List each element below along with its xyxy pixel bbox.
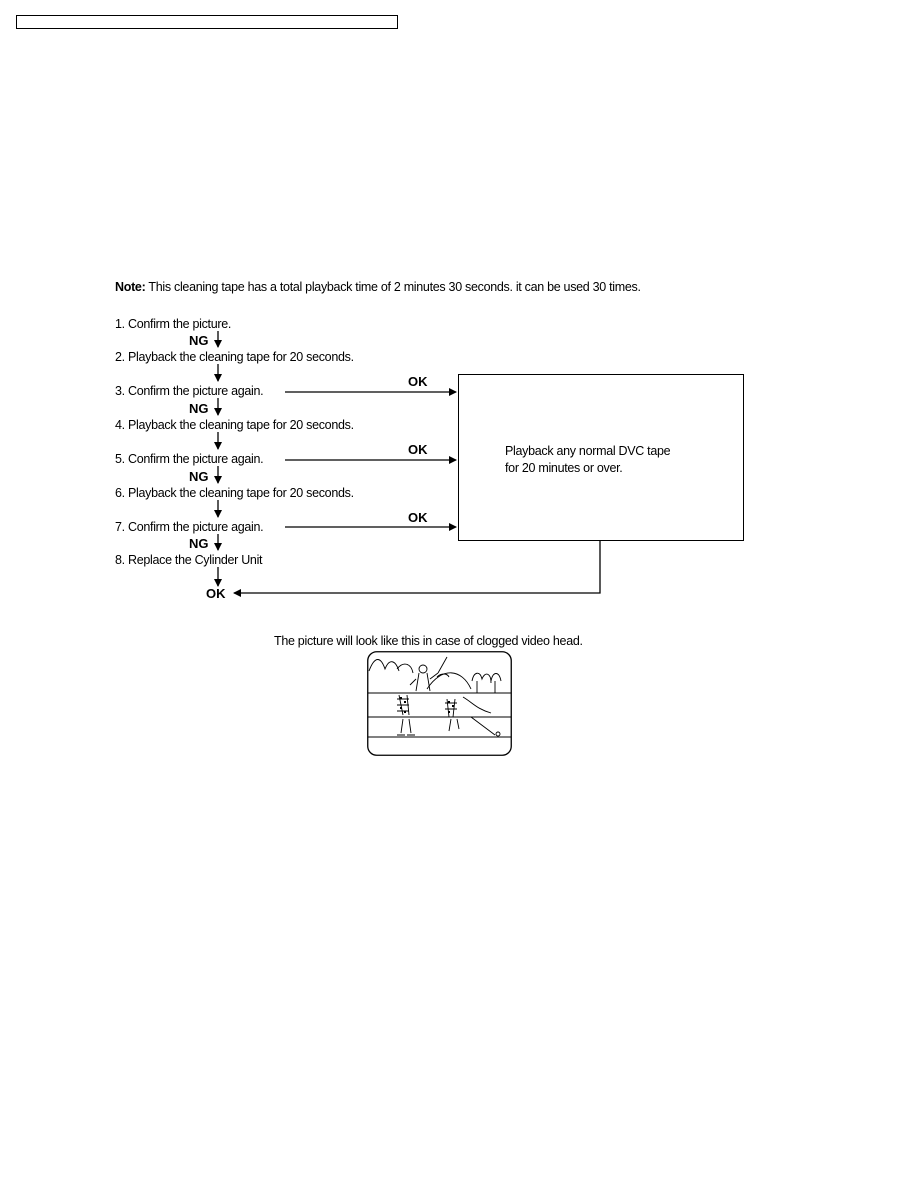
action-box-line-2: for 20 minutes or over. — [505, 461, 623, 475]
right-arrows — [285, 388, 457, 531]
step-6: 6. Playback the cleaning tape for 20 sec… — [115, 486, 354, 500]
note-line: Note: This cleaning tape has a total pla… — [115, 280, 641, 294]
step-3: 3. Confirm the picture again. — [115, 384, 264, 398]
clogged-video-head-picture-icon — [367, 651, 512, 756]
action-box: Playback any normal DVC tape for 20 minu… — [458, 374, 744, 541]
step-4: 4. Playback the cleaning tape for 20 sec… — [115, 418, 354, 432]
step-7: 7. Confirm the picture again. — [115, 520, 264, 534]
illustration-caption: The picture will look like this in case … — [274, 634, 583, 648]
note-label: Note: — [115, 280, 146, 294]
step-1: 1. Confirm the picture. — [115, 317, 232, 331]
step-2: 2. Playback the cleaning tape for 20 sec… — [115, 350, 354, 364]
action-box-text: Playback any normal DVC tape for 20 minu… — [505, 443, 671, 477]
ok-final-label: OK — [206, 586, 226, 601]
ok-label-2: OK — [408, 442, 428, 457]
action-box-line-1: Playback any normal DVC tape — [505, 444, 671, 458]
ng-label-2: NG — [189, 401, 209, 416]
header-frame — [16, 15, 398, 29]
ok-label-1: OK — [408, 374, 428, 389]
ng-label-3: NG — [189, 469, 209, 484]
ng-label-1: NG — [189, 333, 209, 348]
step-5: 5. Confirm the picture again. — [115, 452, 264, 466]
left-arrow-icon — [233, 541, 601, 597]
ok-label-3: OK — [408, 510, 428, 525]
note-text: This cleaning tape has a total playback … — [145, 280, 641, 294]
ng-label-4: NG — [189, 536, 209, 551]
return-path — [233, 541, 601, 597]
step-8: 8. Replace the Cylinder Unit — [115, 553, 263, 567]
